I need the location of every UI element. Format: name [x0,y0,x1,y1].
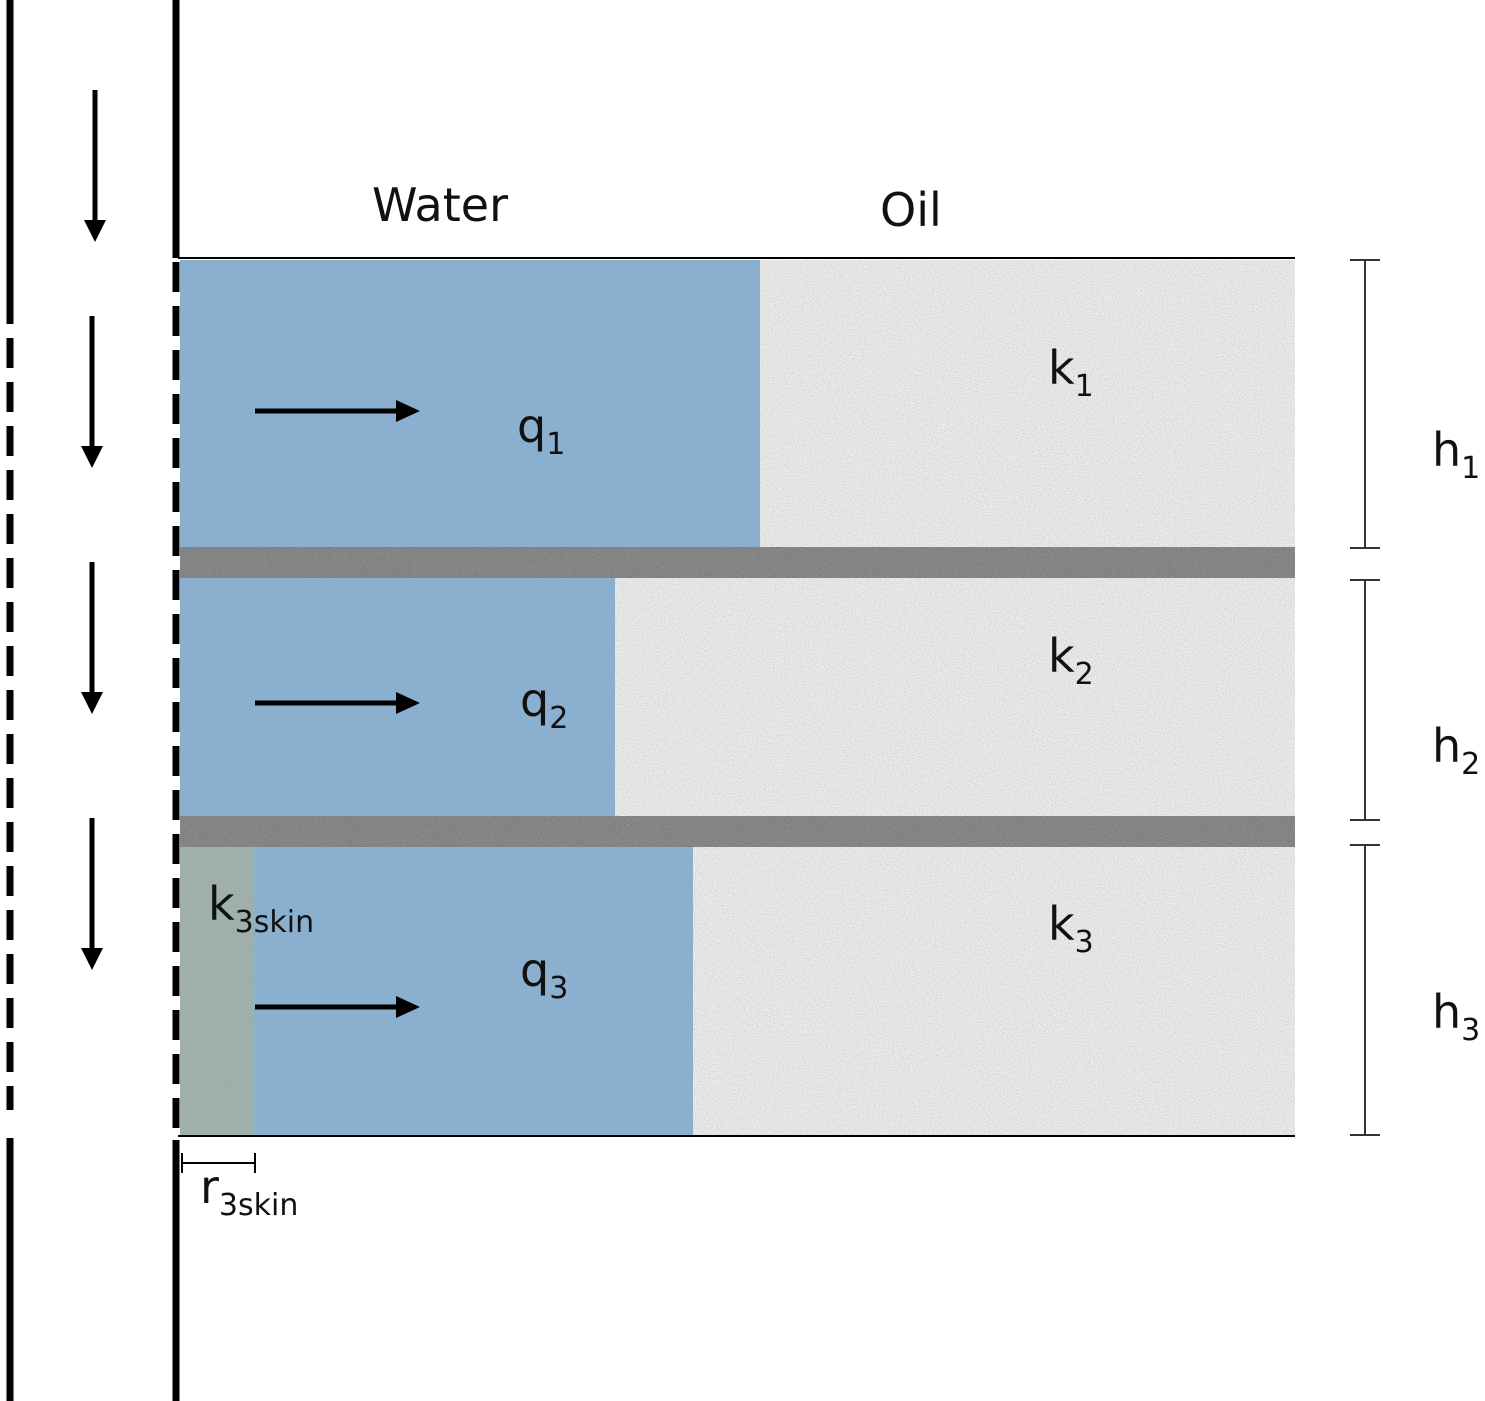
k3-label: k3 [1048,897,1094,960]
skin-radius-dimension [181,1153,256,1173]
water-label: Water [372,178,508,232]
injection-arrow-3-head [396,996,420,1018]
q1-label: q1 [517,399,565,462]
down-arrow-3-head [81,692,103,714]
wellbore-flow-arrows [81,90,106,970]
k2-sub: 2 [1075,657,1094,692]
k1-sub: 1 [1075,369,1094,404]
h1-label: h1 [1432,423,1480,486]
r3skin-main: r [200,1160,219,1214]
q3-main: q [520,943,549,997]
layer-3-water-zone [180,847,693,1135]
k2-main: k [1048,629,1075,683]
h1-main: h [1432,423,1461,477]
k1-main: k [1048,341,1075,395]
q2-sub: 2 [549,701,568,736]
down-arrow-4-head [81,948,103,970]
h3-sub: 3 [1461,1013,1480,1048]
q1-sub: 1 [546,427,565,462]
h2-sub: 2 [1461,747,1480,782]
skin-zone-texture [180,847,254,1135]
down-arrow-1-head [84,220,106,242]
down-arrow-2-head [81,446,103,468]
h3-label: h3 [1432,985,1480,1048]
q3-sub: 3 [549,971,568,1006]
h2-main: h [1432,719,1461,773]
k3skin-label: k3skin [208,877,314,940]
thickness-bracket-h3 [1350,844,1380,1136]
r3skin-sub: 3skin [219,1188,298,1223]
k3-main: k [1048,897,1075,951]
k3skin-main: k [208,877,235,931]
injection-arrow-1-head [396,400,420,422]
thickness-bracket-h2 [1350,579,1380,821]
layer-1-water-zone [180,260,760,547]
thickness-bracket-h1 [1350,259,1380,549]
injection-arrows [255,400,420,1018]
k1-label: k1 [1048,341,1094,404]
h2-label: h2 [1432,719,1480,782]
k3-sub: 3 [1075,925,1094,960]
r3skin-label: r3skin [200,1160,298,1223]
shale-barrier-2-texture [180,816,1295,847]
q2-main: q [520,673,549,727]
h3-main: h [1432,985,1461,1039]
q3-label: q3 [520,943,568,1006]
q2-label: q2 [520,673,568,736]
k3skin-sub: 3skin [235,905,314,940]
oil-label: Oil [880,183,942,237]
shale-barrier-1-texture [180,547,1295,578]
k2-label: k2 [1048,629,1094,692]
h1-sub: 1 [1461,451,1480,486]
injection-arrow-2-head [396,692,420,714]
q1-main: q [517,399,546,453]
